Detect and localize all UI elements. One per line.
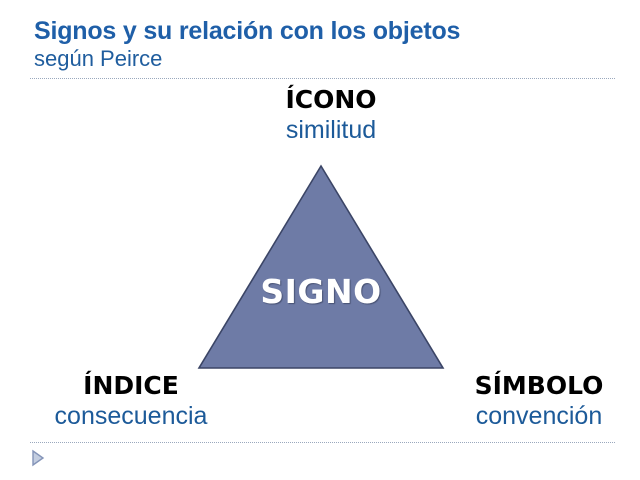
vertex-simbolo-description: convención (475, 402, 603, 430)
page-subtitle: según Peirce (34, 46, 163, 71)
vertex-icono: ÍCONO similitud (181, 86, 481, 146)
vertex-indice-description: consecuencia (54, 402, 208, 430)
triangle-center-label: SIGNO (260, 272, 382, 311)
footer-divider (30, 442, 615, 443)
slide-header: Signos y su relación con los objetos seg… (0, 0, 640, 80)
vertex-simbolo-term: SÍMBOLO (474, 371, 604, 400)
triangle-shape (197, 164, 445, 369)
vertex-icono-term: ÍCONO (285, 85, 377, 114)
vertex-indice: ÍNDICE consecuencia (0, 372, 262, 432)
vertex-indice-term: ÍNDICE (83, 371, 179, 400)
page-title: Signos y su relación con los objetos (34, 17, 461, 45)
vertex-icono-description: similitud (285, 116, 377, 144)
triangle-polygon (197, 164, 445, 369)
vertex-simbolo: SÍMBOLO convención (408, 372, 640, 432)
play-triangle-icon[interactable] (30, 449, 46, 467)
header-divider (30, 78, 615, 79)
play-triangle-glyph (32, 449, 45, 467)
